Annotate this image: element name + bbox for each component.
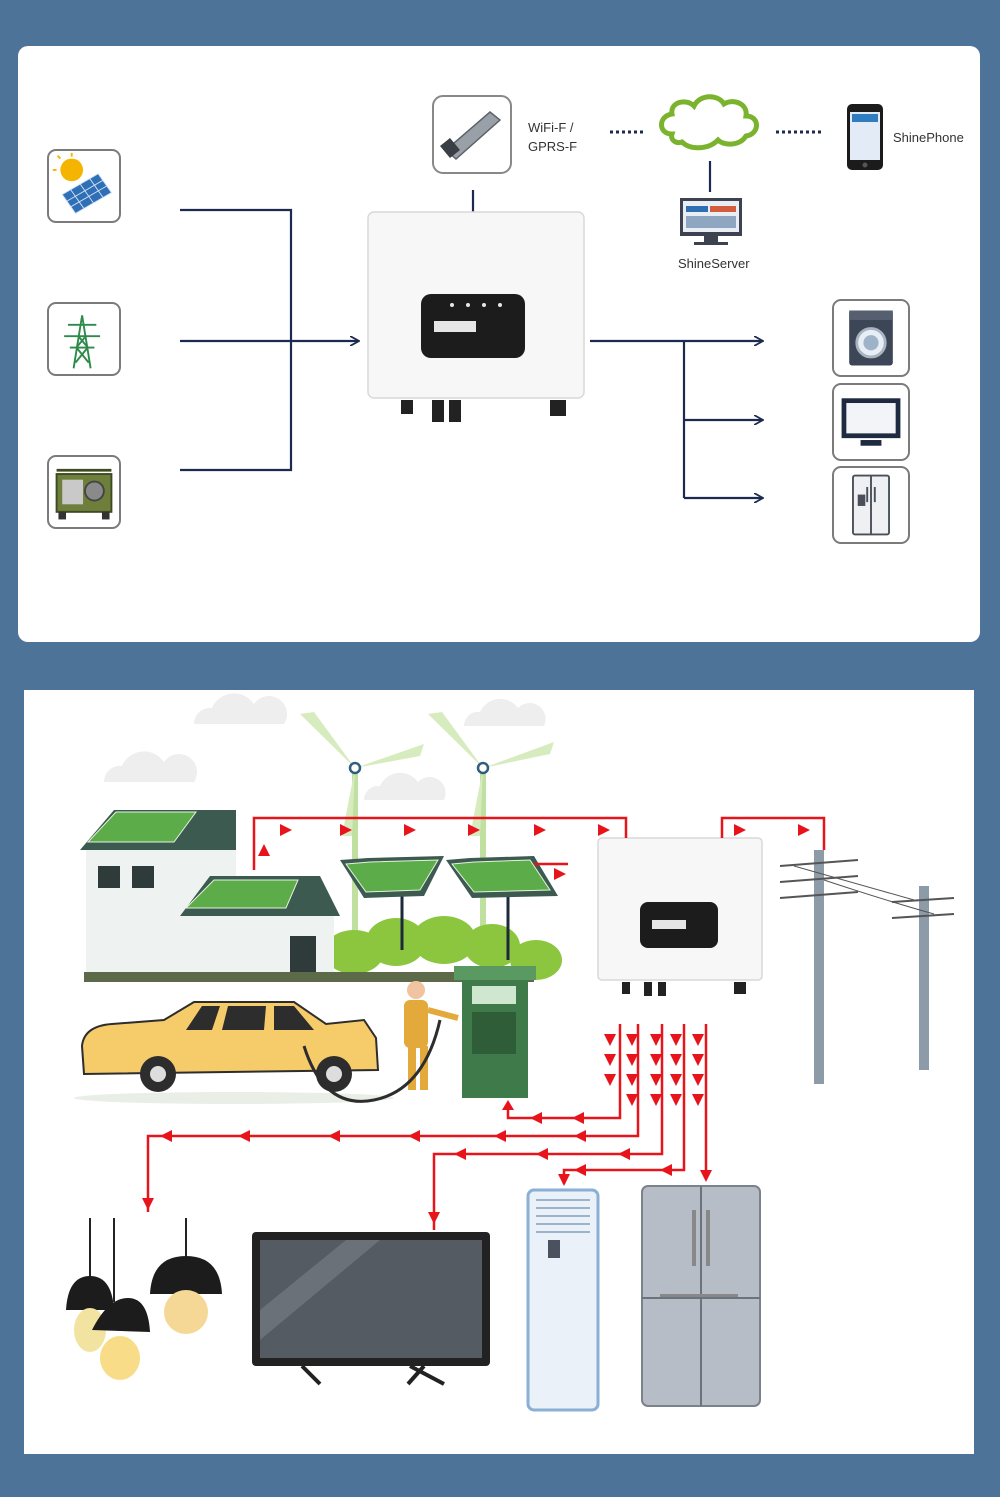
french-door-refrigerator: [641, 1185, 761, 1407]
solar-panel-tile: [47, 149, 121, 223]
refrigerator-icon: [852, 474, 890, 536]
downward-flow-arrows: [604, 1034, 704, 1106]
energy-flow-lines: [146, 816, 826, 1230]
charging-cable: [302, 1019, 442, 1103]
green-bushes: [324, 916, 562, 980]
server-label: ShineServer: [678, 256, 750, 271]
house-small: [180, 876, 340, 982]
energy-flow-arrows: [142, 824, 810, 1224]
system-diagram-panel: WiFi-F / GPRS-F ShineServer ShinePhone: [18, 46, 980, 642]
wifi-module-label: WiFi-F / GPRS-F: [528, 120, 578, 154]
diesel-generator-icon: [55, 468, 113, 520]
utility-poles: [779, 850, 955, 1084]
grid-tower-tile: [47, 302, 121, 376]
generator-tile: [47, 455, 121, 529]
solar-panel-stand-right: [446, 856, 558, 960]
pendant-lamps: [66, 1218, 222, 1380]
background-clouds: [103, 693, 546, 800]
flat-screen-tv: [252, 1232, 490, 1386]
television-icon: [841, 398, 901, 446]
house-large: [80, 810, 236, 980]
transmission-tower-icon: [64, 315, 101, 369]
washing-machine-icon: [849, 310, 893, 366]
solar-panel-stand-left: [340, 856, 444, 950]
worker-figure: [404, 981, 459, 1090]
electric-car: [74, 1001, 394, 1104]
television-tile: [832, 383, 910, 461]
home-energy-scene: [66, 693, 955, 1412]
standing-air-conditioner: [526, 1188, 600, 1412]
home-energy-illustration-panel: [24, 690, 974, 1454]
inverter-unit: [597, 837, 763, 996]
solar-panel-icon: [52, 152, 113, 215]
ev-charging-station: [454, 966, 536, 1098]
washing-machine-tile: [832, 299, 910, 377]
refrigerator-tile: [832, 466, 910, 544]
connection-lines: [180, 130, 824, 642]
wind-turbine-left: [300, 712, 424, 940]
phone-label: ShinePhone: [893, 130, 964, 145]
